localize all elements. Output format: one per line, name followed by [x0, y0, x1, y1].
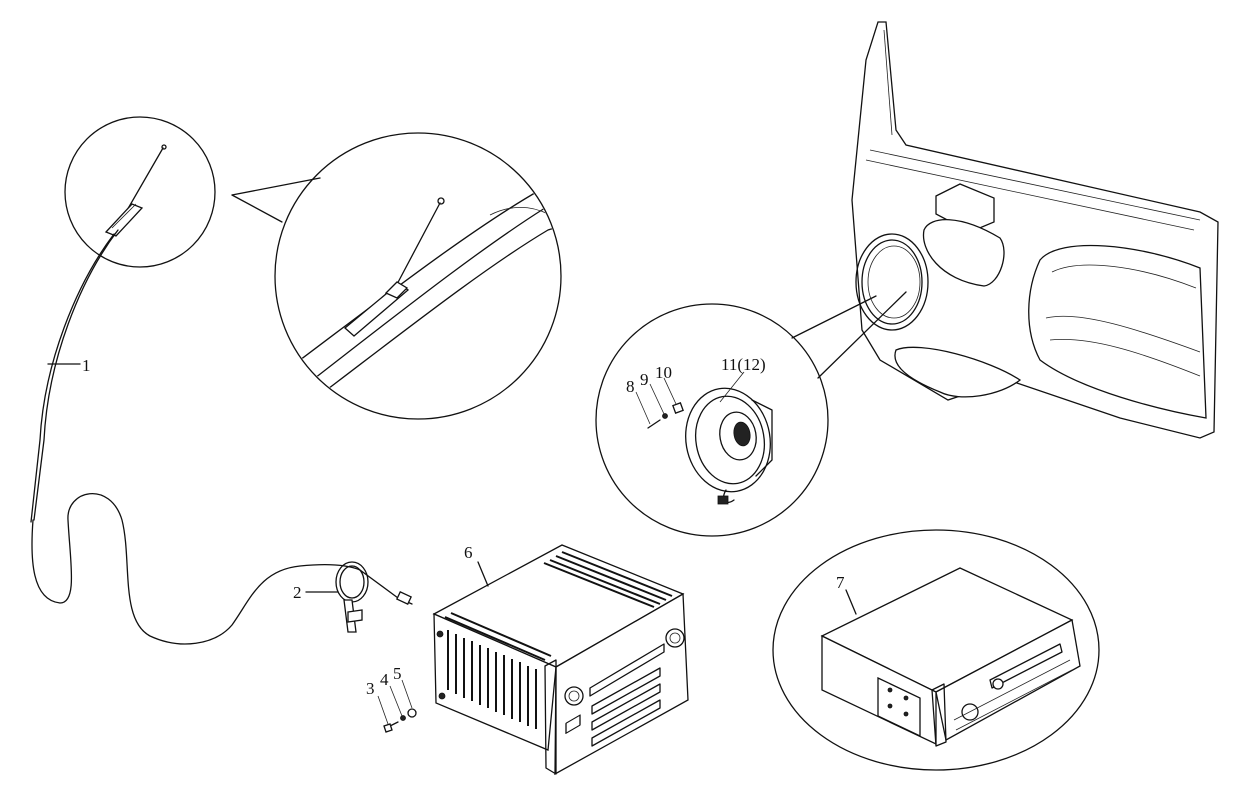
cable-clamp-2 — [335, 561, 413, 633]
callout-2: 2 — [293, 583, 302, 602]
callout-8: 8 — [626, 377, 635, 396]
callout-9: 9 — [640, 370, 649, 389]
speaker-detail-circle — [595, 303, 829, 537]
callout-6: 6 — [464, 543, 473, 562]
side-vents — [447, 630, 537, 729]
callout-1: 1 — [82, 356, 91, 375]
door-trim-panel — [851, 21, 1219, 439]
antenna-cable-1 — [30, 229, 399, 645]
mounting-screw-3-4-5 — [383, 708, 417, 733]
alternate-radio-unit-7 — [772, 529, 1100, 771]
callout-10: 10 — [655, 363, 672, 382]
callout-3: 3 — [366, 679, 375, 698]
magnifier-pointer — [231, 177, 321, 196]
antenna-small-detail-circle — [64, 116, 216, 268]
radio-head-unit-6 — [432, 544, 689, 776]
callout-4: 4 — [380, 670, 389, 689]
callout-11-12: 11(12) — [721, 355, 766, 374]
antenna-large-detail-circle — [274, 132, 562, 420]
top-vents — [444, 551, 673, 661]
callout-5: 5 — [393, 664, 402, 683]
callout-7: 7 — [836, 573, 845, 592]
